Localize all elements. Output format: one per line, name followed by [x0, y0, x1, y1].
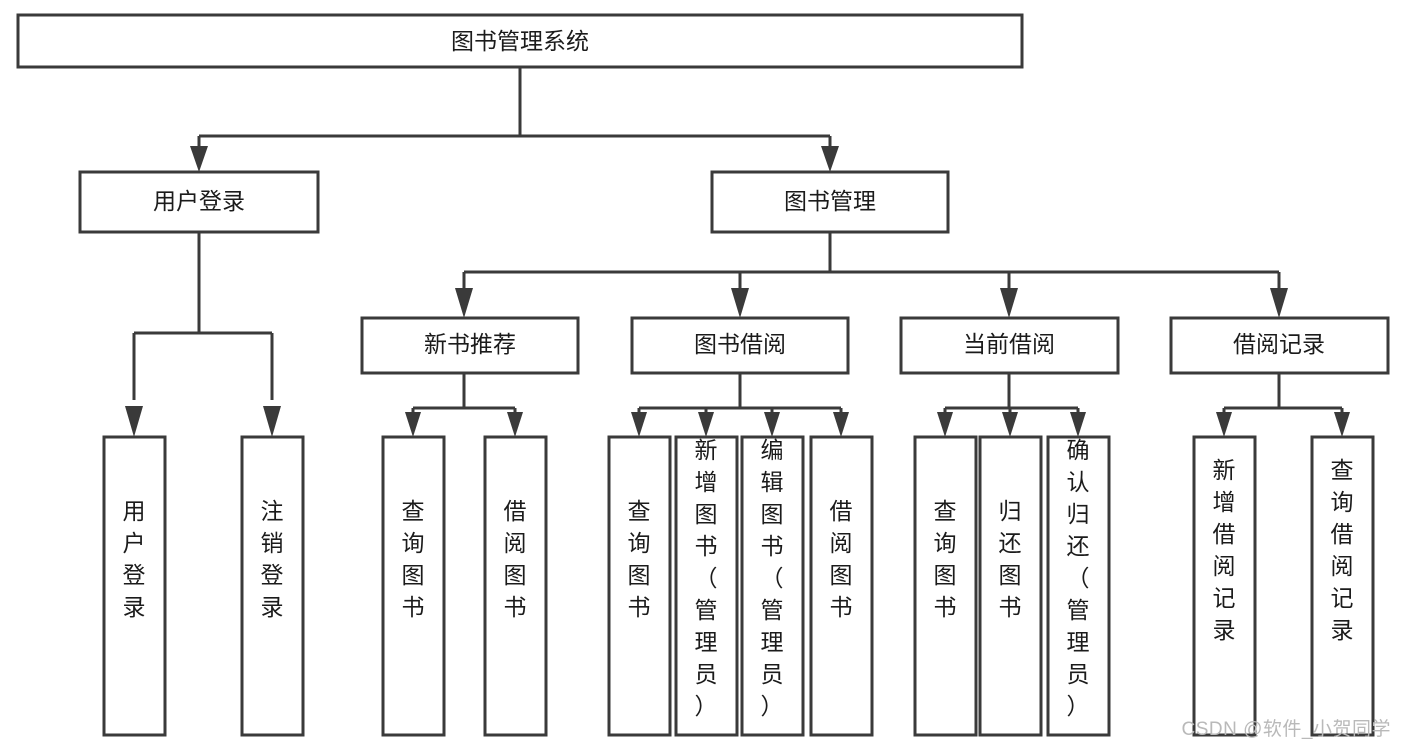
node-leaf-5[interactable]: 查询图书: [607, 435, 672, 737]
node-root[interactable]: 图书管理系统: [16, 13, 1024, 69]
node-login[interactable]: 用户登录: [78, 170, 320, 234]
arrow-head-leaf1: [125, 406, 143, 437]
node-leaf-12-box[interactable]: [1192, 435, 1257, 737]
arrow-head-bookmgmt: [821, 146, 839, 172]
node-records-box[interactable]: [1169, 316, 1390, 375]
arrow-head-leaf3: [405, 412, 421, 437]
node-leaf-10-box[interactable]: [978, 435, 1043, 737]
node-leaf-2-box[interactable]: [240, 435, 305, 737]
connector-group-bookmgmt: [455, 232, 1288, 318]
connector-group-borrow: [631, 373, 849, 437]
connector-group-records: [1216, 373, 1350, 437]
node-leaf-4[interactable]: 借阅图书: [483, 435, 548, 737]
arrow-head-leaf7: [764, 412, 780, 437]
arrow-head-current: [1000, 288, 1018, 318]
node-records-label: 借阅记录: [1233, 331, 1325, 357]
node-leaf-10[interactable]: 归还图书: [978, 435, 1043, 737]
node-leaf-6-box[interactable]: [674, 435, 739, 737]
arrow-head-borrow: [731, 288, 749, 318]
node-leaf-8[interactable]: 借阅图书: [809, 435, 874, 737]
node-leaf-3-label: 查询图书: [402, 498, 425, 620]
node-leaf-1-label: 用户登录: [123, 498, 146, 620]
node-borrow[interactable]: 图书借阅: [630, 316, 850, 375]
node-leaf-3-box[interactable]: [381, 435, 446, 737]
node-login-box[interactable]: [78, 170, 320, 234]
node-records[interactable]: 借阅记录: [1169, 316, 1390, 375]
node-newbook-label: 新书推荐: [424, 331, 516, 357]
connector-group-newbook: [405, 373, 523, 437]
node-leaf-9-box[interactable]: [913, 435, 978, 737]
node-leaf-8-box[interactable]: [809, 435, 874, 737]
node-leaf-12[interactable]: 新增借阅记录: [1192, 435, 1257, 737]
node-leaf-1-box[interactable]: [102, 435, 167, 737]
node-root-box[interactable]: [16, 13, 1024, 69]
node-leaf-11-label: 确认归还（管理员）: [1067, 437, 1090, 719]
node-login-label: 用户登录: [153, 188, 245, 214]
node-bookmgmt-label: 图书管理: [784, 188, 876, 214]
node-newbook-box[interactable]: [360, 316, 580, 375]
node-leaf-10-label: 归还图书: [999, 498, 1022, 620]
node-leaf-6[interactable]: 新增图书（管理员）: [674, 435, 739, 737]
node-leaf-11[interactable]: 确认归还（管理员）: [1046, 435, 1111, 737]
node-bookmgmt-box[interactable]: [710, 170, 950, 234]
node-leaf-11-box[interactable]: [1046, 435, 1111, 737]
node-leaf-13-box[interactable]: [1310, 435, 1375, 737]
node-current-label: 当前借阅: [963, 331, 1055, 357]
arrow-head-leaf8: [833, 412, 849, 437]
arrow-head-records: [1270, 288, 1288, 318]
node-leaf-7-box[interactable]: [740, 435, 805, 737]
node-leaf-2-label: 注销登录: [261, 498, 284, 620]
arrow-head-leaf11: [1070, 412, 1086, 437]
arrow-head-leaf9: [937, 412, 953, 437]
node-leaf-1[interactable]: 用户登录: [102, 435, 167, 737]
node-leaf-4-label: 借阅图书: [504, 498, 527, 620]
node-leaf-2[interactable]: 注销登录: [240, 435, 305, 737]
arrow-head-leaf4: [507, 412, 523, 437]
node-current-box[interactable]: [899, 316, 1120, 375]
arrow-head-newbook: [455, 288, 473, 318]
node-leaf-5-label: 查询图书: [628, 498, 651, 620]
node-current[interactable]: 当前借阅: [899, 316, 1120, 375]
arrow-head-leaf10: [1002, 412, 1018, 437]
arrow-head-login: [190, 146, 208, 172]
arrow-head-leaf5: [631, 412, 647, 437]
arrow-head-leaf6: [698, 412, 714, 437]
node-borrow-box[interactable]: [630, 316, 850, 375]
node-newbook[interactable]: 新书推荐: [360, 316, 580, 375]
node-leaf-8-label: 借阅图书: [830, 498, 853, 620]
node-leaf-9-label: 查询图书: [934, 498, 957, 620]
node-leaf-9[interactable]: 查询图书: [913, 435, 978, 737]
node-leaf-6-label: 新增图书（管理员）: [695, 437, 718, 719]
node-leaf-12-label: 新增借阅记录: [1213, 457, 1236, 643]
node-bookmgmt[interactable]: 图书管理: [710, 170, 950, 234]
node-leaf-13-label: 查询借阅记录: [1331, 457, 1354, 643]
node-leaf-4-box[interactable]: [483, 435, 548, 737]
connector-group-login: [125, 232, 281, 437]
arrow-head-leaf12: [1216, 412, 1232, 437]
arrow-head-leaf13: [1334, 412, 1350, 437]
node-leaf-3[interactable]: 查询图书: [381, 435, 446, 737]
arrow-head-leaf2: [263, 406, 281, 437]
connector-group-current: [937, 373, 1086, 437]
node-borrow-label: 图书借阅: [694, 331, 786, 357]
node-root-label: 图书管理系统: [451, 28, 589, 54]
csdn-watermark: CSDN @软件_小贺同学: [1181, 719, 1391, 740]
node-leaf-5-box[interactable]: [607, 435, 672, 737]
node-leaf-7[interactable]: 编辑图书（管理员）: [740, 435, 805, 737]
node-leaf-13[interactable]: 查询借阅记录: [1310, 435, 1375, 737]
node-leaf-7-label: 编辑图书（管理员）: [761, 437, 784, 719]
connector-group-root: [190, 67, 839, 172]
